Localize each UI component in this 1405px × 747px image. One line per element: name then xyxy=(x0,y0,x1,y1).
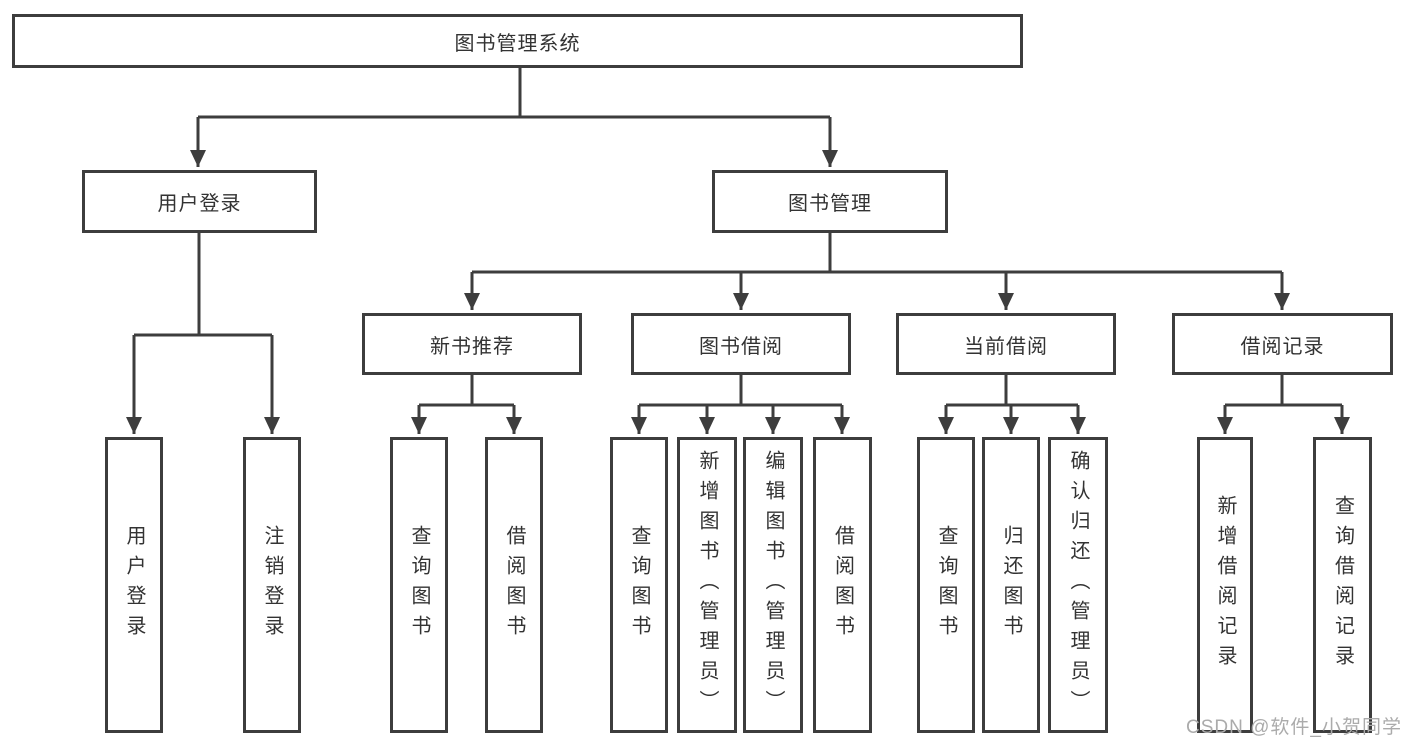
node-user-login-branch-label: 用户登录 xyxy=(157,193,242,215)
node-book-borrowing: 图书借阅 xyxy=(631,313,851,375)
leaf-user-login-label: 用户登录 xyxy=(123,525,145,645)
node-new-book-recommend: 新书推荐 xyxy=(362,313,582,375)
connector-current-borrow-trunk xyxy=(946,375,1078,407)
node-root: 图书管理系统 xyxy=(12,14,1023,68)
leaf-borrowing-query-books-label: 查询图书 xyxy=(628,525,650,645)
leaf-confirm-return-admin: 确认归还（管理员） xyxy=(1048,437,1108,733)
leaf-query-borrow-record: 查询借阅记录 xyxy=(1313,437,1372,733)
leaf-logout: 注销登录 xyxy=(243,437,301,733)
node-new-book-recommend-label: 新书推荐 xyxy=(430,335,514,358)
connector-root-trunk xyxy=(198,68,830,119)
leaf-newbook-query-books-label: 查询图书 xyxy=(408,525,430,645)
node-current-borrowing: 当前借阅 xyxy=(896,313,1116,375)
leaf-borrowing-borrow-books: 借阅图书 xyxy=(813,437,872,733)
csdn-watermark: CSDN @软件_小贺同学 xyxy=(1186,717,1402,738)
leaf-add-books-admin: 新增图书（管理员） xyxy=(677,437,737,733)
leaf-current-query-books-label: 查询图书 xyxy=(935,525,957,645)
leaf-logout-label: 注销登录 xyxy=(261,525,283,645)
leaf-edit-books-admin-label: 编辑图书（管理员） xyxy=(762,450,784,720)
leaf-newbook-query-books: 查询图书 xyxy=(390,437,448,733)
leaf-return-books: 归还图书 xyxy=(982,437,1040,733)
leaf-add-borrow-record-label: 新增借阅记录 xyxy=(1214,495,1236,675)
connector-user-login-trunk xyxy=(134,233,272,337)
leaf-borrowing-borrow-books-label: 借阅图书 xyxy=(831,525,854,645)
leaf-query-borrow-record-label: 查询借阅记录 xyxy=(1331,495,1354,675)
node-current-borrowing-label: 当前借阅 xyxy=(964,335,1048,358)
leaf-return-books-label: 归还图书 xyxy=(1000,525,1022,645)
leaf-borrowing-query-books: 查询图书 xyxy=(610,437,668,733)
connector-book-borrow-trunk xyxy=(639,375,842,407)
leaf-add-borrow-record: 新增借阅记录 xyxy=(1197,437,1253,733)
node-user-login-branch: 用户登录 xyxy=(82,170,317,233)
leaf-confirm-return-admin-label: 确认归还（管理员） xyxy=(1067,450,1089,720)
node-borrowing-records: 借阅记录 xyxy=(1172,313,1393,375)
node-book-management: 图书管理 xyxy=(712,170,948,233)
connector-book-mgmt-trunk xyxy=(472,233,1282,274)
leaf-newbook-borrow-books: 借阅图书 xyxy=(485,437,543,733)
leaf-add-books-admin-label: 新增图书（管理员） xyxy=(696,450,718,720)
node-root-label: 图书管理系统 xyxy=(454,32,581,55)
leaf-current-query-books: 查询图书 xyxy=(917,437,975,733)
connector-borrow-record-trunk xyxy=(1225,375,1342,407)
connector-new-book-trunk xyxy=(419,375,514,407)
node-book-borrowing-label: 图书借阅 xyxy=(699,335,783,358)
leaf-newbook-borrow-books-label: 借阅图书 xyxy=(503,525,525,645)
node-borrowing-records-label: 借阅记录 xyxy=(1240,335,1325,358)
leaf-edit-books-admin: 编辑图书（管理员） xyxy=(743,437,803,733)
leaf-user-login: 用户登录 xyxy=(105,437,163,733)
node-book-management-label: 图书管理 xyxy=(788,193,872,215)
